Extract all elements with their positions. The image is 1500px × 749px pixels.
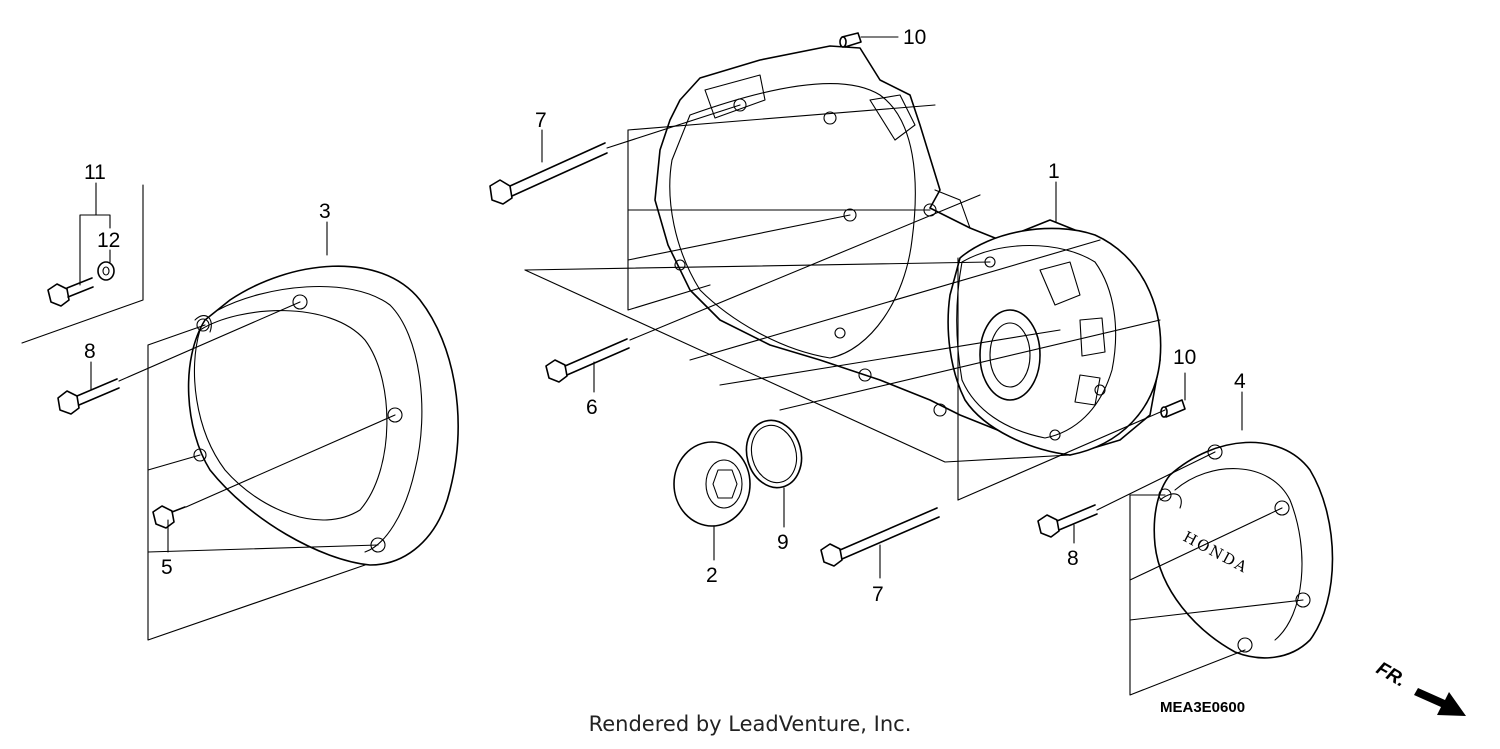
callout-8-right: 8 — [1067, 547, 1079, 570]
callout-5: 5 — [161, 556, 173, 579]
callout-9: 9 — [777, 531, 789, 554]
crankshaft-cover — [187, 265, 459, 566]
dowel-pin-10-lower — [1160, 399, 1186, 418]
bolt-8-right — [1037, 504, 1098, 538]
callout-7-lower: 7 — [872, 583, 884, 606]
front-direction-arrow-icon: FR. — [1373, 658, 1466, 716]
alignment-lines — [21, 36, 1304, 696]
bolt-11-washer-12 — [47, 261, 115, 307]
callout-8-left: 8 — [84, 340, 96, 363]
diagram-code: MEA3E0600 — [1160, 699, 1245, 716]
crankcase-cap — [673, 441, 751, 527]
callout-3: 3 — [319, 200, 331, 223]
callout-2: 2 — [706, 564, 718, 587]
callout-4: 4 — [1234, 370, 1246, 393]
callout-12: 12 — [97, 229, 120, 252]
bolt-8-left — [57, 378, 120, 415]
callout-10-lower: 10 — [1173, 346, 1196, 369]
callout-7-upper: 7 — [535, 109, 547, 132]
render-credit: Rendered by LeadVenture, Inc. — [588, 712, 912, 736]
callout-1: 1 — [1048, 160, 1060, 183]
front-direction-label: FR. — [1373, 658, 1410, 691]
o-ring — [745, 419, 803, 489]
clutch-cover: HONDA — [1153, 441, 1334, 659]
bolt-6 — [545, 338, 630, 383]
bolt-7-lower — [820, 507, 940, 567]
callout-10-upper: 10 — [903, 26, 926, 49]
dowel-pin-10-upper — [839, 32, 862, 48]
clutch-housing-boss — [947, 227, 1162, 456]
callout-6: 6 — [586, 396, 598, 419]
callout-11: 11 — [84, 161, 106, 184]
callout-labels: 1 2 3 4 5 6 7 7 8 8 9 10 10 11 12 — [84, 26, 1246, 606]
bolt-5 — [152, 505, 186, 529]
bolt-7-upper — [489, 142, 608, 205]
